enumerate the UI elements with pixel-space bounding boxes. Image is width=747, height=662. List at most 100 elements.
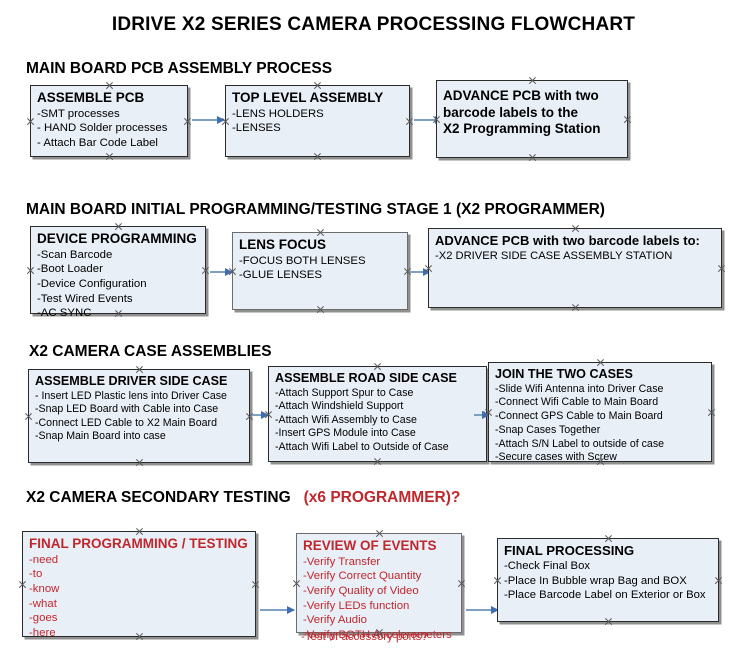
box-line: -here — [29, 626, 56, 639]
section-header-4-text: X2 CAMERA SECONDARY TESTING — [26, 489, 291, 506]
page-title: IDRIVE X2 SERIES CAMERA PROCESSING FLOWC… — [111, 14, 636, 35]
box-line: -Scan Barcode — [37, 248, 113, 261]
connector-handle-top[interactable] — [571, 224, 580, 233]
box-advance-pcb-driver-side-case[interactable]: ADVANCE PCB with two barcode labels to: … — [428, 228, 722, 308]
box-line: -Attach Wifi Label to Outside of Case — [275, 441, 449, 454]
connector-handle-right[interactable] — [457, 579, 466, 588]
connector-handle-bottom[interactable] — [604, 617, 613, 626]
box-lens-focus[interactable]: LENS FOCUS -FOCUS BOTH LENSES -GLUE LENS… — [232, 232, 408, 310]
connector-handle-right[interactable] — [251, 580, 260, 589]
connector-handle-top[interactable] — [114, 222, 123, 231]
box-line: - HAND Solder processes — [37, 122, 168, 135]
box-line: -LENS HOLDERS — [232, 107, 324, 120]
connector-handle-right[interactable] — [717, 264, 726, 273]
box-line: -Test Wired Events — [37, 292, 133, 305]
box-line: -Attach Wifi Assembly to Case — [275, 413, 417, 426]
box-assemble-road-side-case[interactable]: ASSEMBLE ROAD SIDE CASE -Attach Support … — [268, 366, 487, 462]
box-title: DEVICE PROGRAMMING — [37, 231, 197, 246]
box-line: -SMT processes — [37, 107, 120, 120]
box-line: -Secure cases with Screw — [495, 451, 617, 464]
section-header-4: X2 CAMERA SECONDARY TESTING (x6 PROGRAMM… — [26, 489, 460, 507]
connector-handle-top[interactable] — [316, 228, 325, 237]
connector-handle-bottom[interactable] — [571, 303, 580, 312]
box-title: LENS FOCUS — [239, 237, 327, 252]
connector-handle-left[interactable] — [18, 580, 27, 589]
box-line: -Insert GPS Module into Case — [275, 427, 416, 440]
arrow-3-1 — [252, 410, 269, 419]
box-title: JOIN THE TWO CASES — [495, 367, 633, 381]
connector-handle-left[interactable] — [292, 579, 301, 588]
connector-handle-right[interactable] — [245, 412, 254, 421]
connector-handle-right[interactable] — [714, 576, 723, 585]
connector-handle-top[interactable] — [528, 76, 537, 85]
connector-handle-bottom[interactable] — [528, 153, 537, 162]
box-line: barcode labels to the — [443, 104, 579, 120]
connector-handle-top[interactable] — [604, 534, 613, 543]
box-line: -need — [29, 553, 59, 566]
review-of-events-overflow-line: -Test of accessory ports? — [301, 631, 428, 643]
box-line: -Verify Quality of Video — [303, 584, 419, 597]
box-line: - Insert LED Plastic lens into Driver Ca… — [35, 389, 227, 402]
connector-handle-left[interactable] — [26, 117, 35, 126]
connector-handle-left[interactable] — [24, 412, 33, 421]
arrow-4-1 — [260, 605, 295, 614]
connector-handle-bottom[interactable] — [135, 458, 144, 467]
box-line: -Connect LED Cable to X2 Main Board — [35, 416, 217, 429]
connector-handle-left[interactable] — [26, 266, 35, 275]
connector-handle-bottom[interactable] — [105, 152, 114, 161]
box-title: ASSEMBLE ROAD SIDE CASE — [275, 371, 457, 385]
connector-handle-top[interactable] — [135, 365, 144, 374]
box-assemble-driver-side-case[interactable]: ASSEMBLE DRIVER SIDE CASE - Insert LED P… — [28, 369, 250, 463]
connector-handle-left[interactable] — [493, 576, 502, 585]
connector-handle-right[interactable] — [201, 266, 210, 275]
box-line: -Snap Cases Together — [495, 423, 601, 436]
box-final-processing[interactable]: FINAL PROCESSING -Check Final Box -Place… — [497, 538, 719, 622]
connector-handle-top[interactable] — [596, 358, 605, 367]
box-join-the-two-cases[interactable]: JOIN THE TWO CASES -Slide Wifi Antenna i… — [488, 362, 712, 464]
box-top-level-assembly[interactable]: TOP LEVEL ASSEMBLY -LENS HOLDERS -LENSES — [225, 85, 410, 157]
box-line: -Slide Wifi Antenna into Driver Case — [495, 382, 664, 395]
box-line: -Verify BOTH Accelerometers — [303, 628, 452, 641]
box-line: -know — [29, 582, 60, 595]
box-final-programming-testing[interactable]: FINAL PROGRAMMING / TESTING -need -to -k… — [22, 531, 256, 639]
connector-handle-right[interactable] — [405, 117, 414, 126]
box-line: -X2 DRIVER SIDE CASE ASSEMBLY STATION — [435, 250, 673, 263]
box-title: ASSEMBLE PCB — [37, 90, 145, 105]
section-header-3: X2 CAMERA CASE ASSEMBLIES — [29, 343, 272, 360]
arrow-2-1 — [210, 267, 233, 276]
box-advance-pcb-programming-station[interactable]: ADVANCE PCB with two barcode labels to t… — [436, 80, 628, 158]
box-line: -AC SYNC — [37, 307, 92, 320]
box-title: FINAL PROGRAMMING / TESTING — [29, 536, 248, 551]
box-line: -Verify Audio — [303, 614, 367, 627]
connector-handle-bottom[interactable] — [316, 305, 325, 314]
box-line: -Verify LEDs function — [303, 599, 410, 612]
connector-handle-bottom[interactable] — [373, 457, 382, 466]
connector-handle-top[interactable] — [135, 527, 144, 536]
box-line: -Place In Bubble wrap Bag and BOX — [504, 574, 687, 587]
connector-handle-top[interactable] — [373, 362, 382, 371]
connector-handle-right[interactable] — [707, 408, 716, 417]
connector-handle-bottom[interactable] — [313, 152, 322, 161]
arrow-3-2 — [474, 410, 490, 419]
box-line: -Attach Support Spur to Case — [275, 386, 414, 399]
box-line: X2 Programming Station — [443, 121, 601, 137]
box-assemble-pcb[interactable]: ASSEMBLE PCB -SMT processes - HAND Solde… — [30, 85, 188, 157]
box-line: -Place Barcode Label on Exterior or Box — [504, 589, 706, 602]
connector-handle-top[interactable] — [105, 81, 114, 90]
box-title: ADVANCE PCB with two barcode labels to: — [435, 233, 700, 248]
box-line: -what — [29, 597, 57, 610]
connector-handle-right[interactable] — [623, 115, 632, 124]
box-line: -to — [29, 568, 43, 581]
box-line: -Verify Correct Quantity — [303, 570, 422, 583]
box-line: -Attach Windshield Support — [275, 400, 404, 413]
box-review-of-events[interactable]: REVIEW OF EVENTS -Verify Transfer -Verif… — [296, 533, 462, 641]
connector-handle-top[interactable] — [375, 529, 384, 538]
box-line: -goes — [29, 612, 58, 625]
connector-handle-right[interactable] — [183, 117, 192, 126]
box-title: ADVANCE PCB with two — [443, 88, 599, 103]
arrow-4-2 — [466, 605, 499, 614]
connector-handle-top[interactable] — [313, 81, 322, 90]
box-line: -Attach S/N Label to outside of case — [495, 437, 665, 450]
box-device-programming[interactable]: DEVICE PROGRAMMING -Scan Barcode -Boot L… — [30, 226, 206, 319]
